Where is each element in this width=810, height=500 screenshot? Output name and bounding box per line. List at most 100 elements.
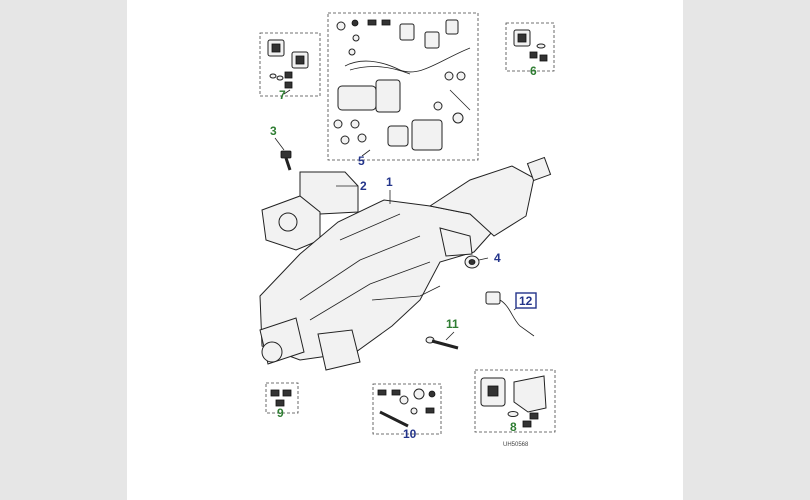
lever-part (387, 125, 409, 147)
pin-part (449, 89, 471, 111)
screw-part (522, 420, 532, 428)
solenoid-part (399, 23, 415, 41)
solenoid-part (424, 31, 440, 49)
callout-12-box (515, 292, 537, 309)
bracket-part (513, 375, 547, 413)
nut-part (351, 19, 359, 27)
kit-group-5 (327, 12, 479, 161)
group-7-box (259, 32, 321, 97)
steering-column-item-1 (259, 156, 552, 371)
harness-wire (499, 299, 535, 337)
gear-housing-part (375, 79, 401, 113)
nut-part (340, 135, 350, 145)
grommet-part (336, 21, 346, 31)
switch-core (487, 385, 499, 397)
yoke-part (261, 341, 283, 363)
group-5-box (327, 12, 479, 161)
screw-part (377, 389, 387, 396)
harness-item-12 (485, 291, 537, 337)
leader-line-3 (274, 137, 285, 151)
kit-group-7 (259, 32, 321, 97)
column-rib (299, 235, 421, 301)
bracket-part (411, 119, 443, 151)
connector-part (485, 291, 501, 305)
kit-group-10 (372, 383, 442, 435)
screw-part (529, 412, 539, 420)
callout-7: 7 (279, 88, 286, 102)
screw-part (284, 81, 293, 89)
nut-part (399, 395, 409, 405)
upper-shaft-tube (428, 165, 535, 237)
motor-part (337, 85, 377, 111)
tilt-bracket (439, 227, 473, 257)
screw-part (391, 389, 401, 396)
nut-part (350, 119, 360, 129)
screw-part (282, 389, 292, 397)
leader-line-11 (445, 331, 455, 341)
bush-part (452, 112, 464, 124)
callout-2: 2 (360, 179, 367, 193)
bolt-shank (431, 339, 459, 350)
left-margin (0, 0, 127, 500)
nut-part (333, 119, 343, 129)
grommet-part (413, 388, 425, 400)
leader-line-4 (478, 257, 489, 261)
wiring-harness (344, 47, 471, 73)
solenoid-core (295, 55, 305, 65)
screw-part (425, 407, 435, 414)
bolt-item-11 (425, 331, 459, 350)
bolt-shank (284, 157, 292, 171)
bolt-part (381, 19, 391, 26)
pin-part (379, 410, 409, 428)
washer-part (536, 43, 546, 49)
group-8-box (474, 369, 556, 433)
callout-4: 4 (494, 251, 501, 265)
washer-part (276, 75, 284, 81)
screw-part (539, 54, 548, 62)
callout-3: 3 (270, 124, 277, 138)
callout-12: 12 (519, 294, 533, 308)
wiring-harness (349, 66, 411, 75)
bolt-head (280, 150, 292, 159)
solenoid-part (445, 19, 459, 35)
bush-part (433, 101, 443, 111)
screw-part (284, 71, 293, 79)
o-ring-part (410, 407, 418, 415)
washer-part (269, 73, 277, 79)
image-reference: UH50568 (503, 442, 529, 448)
screw-part (275, 399, 285, 407)
callout-1: 1 (386, 175, 393, 189)
group-10-box (372, 383, 442, 435)
callout-9: 9 (277, 406, 284, 420)
kit-group-6 (505, 22, 555, 72)
washer-part (507, 411, 519, 417)
solenoid-core (517, 33, 527, 43)
nut-part (428, 390, 436, 398)
nut-hole (468, 259, 476, 265)
lock-bore (278, 212, 298, 232)
screw-part (270, 389, 280, 397)
kit-group-9 (265, 382, 299, 414)
group-6-box (505, 22, 555, 72)
leader-line-5 (361, 149, 371, 157)
nut-item-4 (464, 255, 489, 269)
callout-6: 6 (530, 64, 537, 78)
callout-11: 11 (446, 317, 459, 331)
bolt-part (367, 19, 377, 26)
lock-bracket-item-2 (261, 171, 359, 251)
column-rib (339, 213, 401, 241)
bolt-item-3 (274, 137, 292, 171)
column-link (371, 285, 441, 301)
callout-10: 10 (403, 427, 417, 441)
o-ring-part (348, 48, 356, 56)
callout-5: 5 (358, 154, 365, 168)
kit-group-8 (474, 369, 556, 433)
leader-line-7 (283, 89, 291, 95)
nut-part (357, 133, 367, 143)
o-ring-part (352, 34, 360, 42)
shaft-spline (526, 156, 552, 182)
group-9-box (265, 382, 299, 414)
solenoid-core (271, 43, 281, 53)
